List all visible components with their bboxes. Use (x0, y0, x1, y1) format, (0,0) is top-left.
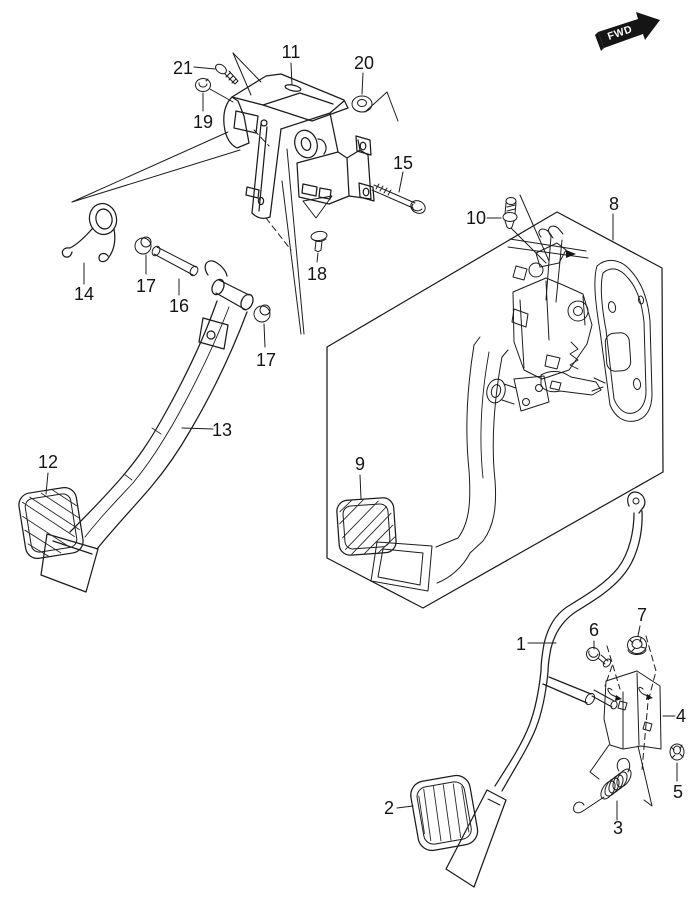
tension-spring-3 (573, 757, 632, 814)
callout-16: 16 (169, 296, 189, 316)
nut-7 (627, 636, 647, 655)
nut-5 (669, 743, 685, 761)
pedal-bracket-11 (223, 73, 375, 219)
pedal-pad-12 (18, 486, 84, 560)
fwd-arrow-icon: FWD (595, 12, 660, 51)
callout-2: 2 (384, 798, 394, 818)
callout-labels: 21 19 11 20 15 10 8 18 14 17 16 17 13 12… (38, 42, 686, 838)
callout-18: 18 (307, 264, 327, 284)
nut-19 (195, 78, 211, 92)
callout-5: 5 (673, 782, 683, 802)
clip-18 (310, 230, 328, 252)
callout-21: 21 (173, 58, 193, 78)
pivot-bolt-15 (371, 183, 426, 214)
callout-6: 6 (589, 620, 599, 640)
callout-15: 15 (393, 153, 413, 173)
callout-14: 14 (74, 284, 94, 304)
bolt-6 (586, 647, 612, 668)
callout-17-right: 17 (256, 350, 276, 370)
hidden-lines (253, 129, 657, 771)
accelerator-pad-2 (410, 774, 479, 852)
callout-19: 19 (193, 112, 213, 132)
callout-10: 10 (466, 208, 486, 228)
callout-17-left: 17 (136, 276, 156, 296)
callout-8: 8 (609, 194, 619, 214)
accelerator-lever-1 (445, 491, 646, 888)
bushing-17-left (134, 236, 152, 255)
callout-7: 7 (637, 605, 647, 625)
accelerator-bracket-4 (589, 670, 662, 807)
callout-4: 4 (676, 706, 686, 726)
bushing-17-right (253, 304, 271, 323)
callout-3: 3 (613, 818, 623, 838)
return-spring-14 (61, 202, 118, 263)
leader-lines (45, 62, 678, 821)
bolt-21 (215, 63, 239, 85)
brake-pedal-13 (40, 260, 254, 593)
assembly-box-outline (326, 211, 664, 609)
pivot-pin-16 (151, 245, 199, 277)
pedal-assembly-8 (370, 225, 653, 592)
pedal-pad-9 (336, 497, 397, 556)
callout-20: 20 (354, 53, 374, 73)
nut-20 (351, 95, 373, 113)
callout-12: 12 (38, 452, 58, 472)
callout-9: 9 (355, 454, 365, 474)
callout-13: 13 (212, 420, 232, 440)
callout-11: 11 (282, 42, 301, 62)
bolt-10 (502, 197, 518, 229)
callout-1: 1 (516, 634, 526, 654)
alignment-lines (71, 52, 550, 335)
